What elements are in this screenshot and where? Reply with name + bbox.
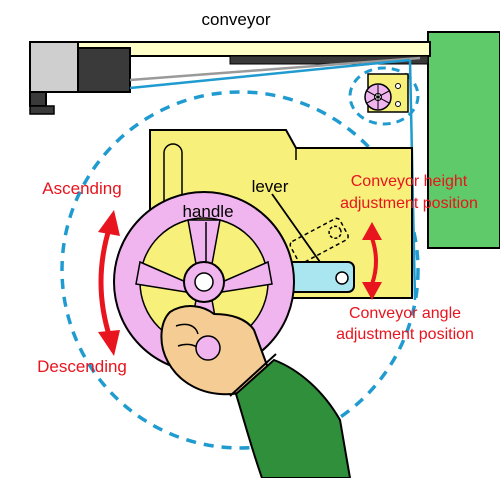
- machine-frame: [427, 31, 500, 249]
- lever-arrow-shaft: [370, 237, 378, 285]
- angle-position-label-2: adjustment position: [336, 326, 474, 343]
- small-detail-circle: [348, 66, 420, 126]
- angle-position-label-1: Conveyor angle: [349, 305, 461, 322]
- conveyor-motor-housing: [77, 47, 131, 93]
- lever-pivot-right: [335, 271, 349, 285]
- conveyor-leader-line: [129, 58, 411, 90]
- lever-arrow-head-up: [362, 222, 382, 240]
- conveyor-foot: [29, 91, 47, 107]
- small-bolt-1: [395, 83, 401, 89]
- large-detail-circle: [60, 90, 420, 450]
- conveyor-support-grey: [129, 56, 421, 82]
- rotation-arrow-shaft: [98, 225, 113, 339]
- sleeve: [234, 358, 352, 478]
- hand-knuckle-1: [175, 323, 199, 335]
- sleeve-cuff: [229, 353, 277, 397]
- height-position-label-1: Conveyor height: [351, 173, 468, 190]
- lever-pointer-line: [271, 193, 321, 263]
- handle-hub-center: [194, 272, 214, 292]
- hand-thumb-knob: [195, 335, 221, 361]
- small-handle-spokes: [366, 85, 390, 109]
- conveyor-motor: [29, 41, 79, 93]
- lever-dashed-outline: [289, 217, 349, 264]
- rotation-arrow-head-down: [98, 330, 120, 356]
- height-position-label-2: adjustment position: [340, 195, 478, 212]
- lever-label: lever: [252, 177, 289, 196]
- descending-label: Descending: [37, 357, 127, 376]
- small-bolt-2: [395, 101, 401, 107]
- rotation-arrow-head-up: [98, 210, 120, 236]
- lever-arrow-head-down: [362, 282, 382, 300]
- handle-label: handle: [182, 202, 233, 221]
- conveyor-label: conveyor: [202, 10, 271, 29]
- ascending-label: Ascending: [42, 179, 121, 198]
- conveyor-foot-base: [29, 105, 55, 115]
